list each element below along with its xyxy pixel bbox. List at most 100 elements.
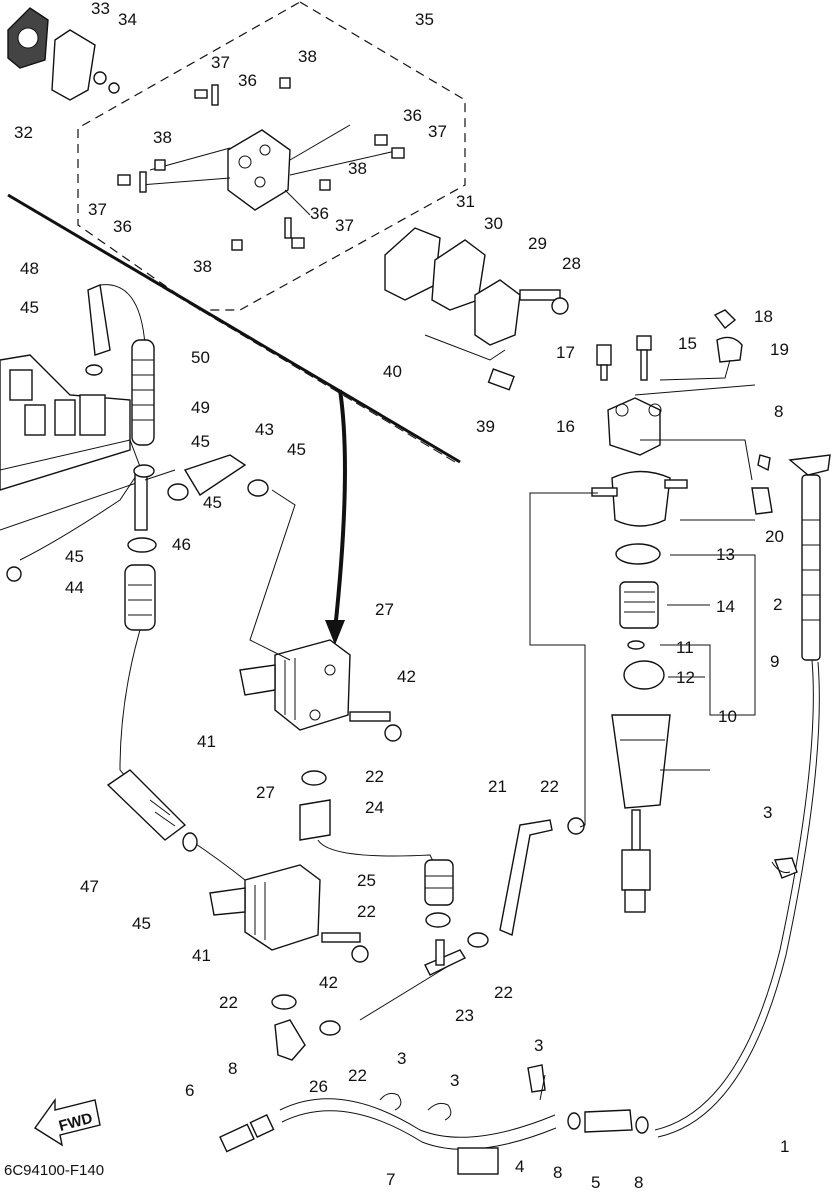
callout-3b: 3 — [450, 1071, 459, 1090]
callout-37d: 37 — [335, 216, 354, 235]
parts-32-34 — [7, 7, 120, 101]
callout-13: 13 — [716, 545, 735, 564]
callout-22e: 22 — [219, 993, 238, 1012]
fwd-arrow: FWD — [33, 1097, 101, 1147]
callout-45a: 45 — [20, 298, 39, 317]
callout-43: 43 — [255, 420, 274, 439]
callout-39: 39 — [476, 417, 495, 436]
callout-4: 4 — [515, 1157, 524, 1176]
callout-45c: 45 — [287, 440, 306, 459]
callout-50: 50 — [191, 348, 210, 367]
callout-40: 40 — [383, 362, 402, 381]
callout-3a: 3 — [397, 1049, 406, 1068]
left-hoses — [87, 284, 247, 881]
callout-7: 7 — [386, 1170, 395, 1189]
fuel-filter — [591, 309, 773, 913]
callout-25: 25 — [357, 871, 376, 890]
callout-42b: 42 — [319, 973, 338, 992]
inset-outline — [77, 1, 466, 311]
callout-47: 47 — [80, 877, 99, 896]
fuel-pump-lower — [209, 864, 369, 963]
callout-16: 16 — [556, 417, 575, 436]
callout-22c: 22 — [357, 902, 376, 921]
callout-32: 32 — [14, 123, 33, 142]
callout-27b: 27 — [256, 783, 275, 802]
callout-38c: 38 — [348, 159, 367, 178]
callout-20: 20 — [765, 527, 784, 546]
callout-41b: 41 — [192, 946, 211, 965]
direction-arrow — [333, 389, 347, 631]
callout-5: 5 — [591, 1173, 600, 1192]
callout-14: 14 — [716, 597, 735, 616]
callout-8b: 8 — [553, 1163, 562, 1182]
callout-45f: 45 — [132, 914, 151, 933]
callout-6: 6 — [185, 1081, 194, 1100]
diagram-caption: 6C94100-F140 — [4, 1162, 104, 1179]
callout-8d: 8 — [774, 402, 783, 421]
callout-49: 49 — [191, 398, 210, 417]
callout-labels: 33 34 32 35 37 36 38 36 37 38 38 37 36 3… — [14, 0, 789, 1192]
callout-36a: 36 — [238, 71, 257, 90]
callout-11: 11 — [676, 638, 694, 657]
callout-45e: 45 — [65, 547, 84, 566]
callout-37b: 37 — [428, 122, 447, 141]
callout-45d: 45 — [203, 493, 222, 512]
callout-37a: 37 — [211, 53, 230, 72]
callout-24: 24 — [365, 798, 384, 817]
right-hoses — [654, 454, 831, 1138]
callout-17: 17 — [556, 343, 575, 362]
middle-hoses — [274, 799, 553, 1061]
callout-37c: 37 — [88, 200, 107, 219]
callout-41a: 41 — [197, 732, 216, 751]
callout-22f: 22 — [348, 1066, 367, 1085]
callout-3d: 3 — [763, 803, 772, 822]
callout-28: 28 — [562, 254, 581, 273]
callout-35: 35 — [415, 10, 434, 29]
callout-46: 46 — [172, 535, 191, 554]
callout-30: 30 — [484, 214, 503, 233]
callout-36d: 36 — [310, 204, 329, 223]
callout-8a: 8 — [228, 1059, 237, 1078]
callout-8c: 8 — [634, 1173, 643, 1192]
callout-26: 26 — [309, 1077, 328, 1096]
callout-15: 15 — [678, 334, 697, 353]
callout-34: 34 — [118, 10, 137, 29]
clamps — [85, 364, 585, 1036]
callout-48: 48 — [20, 259, 39, 278]
callout-3c: 3 — [534, 1036, 543, 1055]
callout-2: 2 — [773, 595, 782, 614]
leader-lines — [144, 359, 756, 1101]
callout-33: 33 — [91, 0, 110, 18]
bottom-line — [219, 861, 791, 1175]
callout-36b: 36 — [403, 106, 422, 125]
callout-29: 29 — [528, 234, 547, 253]
callout-18: 18 — [754, 307, 773, 326]
fuel-pump-upper — [239, 639, 402, 742]
callout-36c: 36 — [113, 217, 132, 236]
callout-23: 23 — [455, 1006, 474, 1025]
callout-45b: 45 — [191, 432, 210, 451]
callout-22a: 22 — [365, 767, 384, 786]
callout-31: 31 — [456, 192, 475, 211]
engine-outline-edge — [7, 193, 461, 464]
engine-block — [0, 354, 146, 582]
callout-42a: 42 — [397, 667, 416, 686]
callout-1: 1 — [780, 1137, 789, 1156]
callout-19: 19 — [770, 340, 789, 359]
callout-22b: 22 — [540, 777, 559, 796]
callout-21: 21 — [488, 777, 507, 796]
inset-pump — [117, 77, 405, 251]
callout-27a: 27 — [375, 600, 394, 619]
callout-22d: 22 — [494, 983, 513, 1002]
callout-44: 44 — [65, 578, 84, 597]
callout-38b: 38 — [153, 128, 172, 147]
callout-38a: 38 — [298, 47, 317, 66]
callout-9: 9 — [770, 652, 779, 671]
callout-38d: 38 — [193, 257, 212, 276]
callout-12: 12 — [676, 668, 695, 687]
direction-arrow-head — [325, 620, 345, 645]
plates-29-31 — [384, 227, 569, 391]
callout-10: 10 — [718, 707, 737, 726]
